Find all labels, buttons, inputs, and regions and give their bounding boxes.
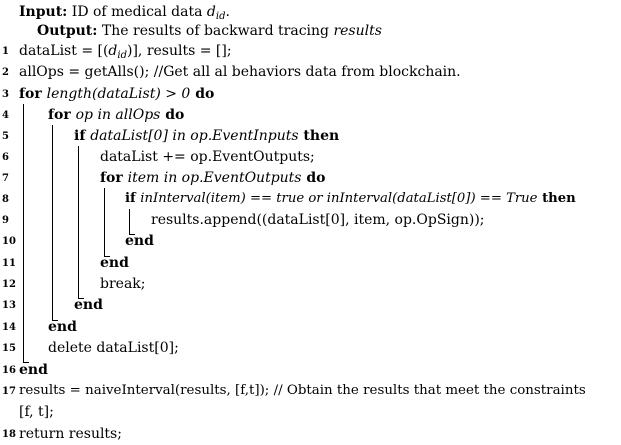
code-line-7: 7 for item in op.EventOutputs do: [0, 169, 621, 187]
item-for-block-rule: [104, 188, 105, 256]
output-line: Output: The results of backward tracing …: [37, 22, 382, 40]
if-block-rule: [78, 146, 79, 298]
line-number: 5: [2, 131, 9, 142]
code-line-11: 11 end: [0, 254, 621, 272]
keyword: for: [48, 107, 76, 123]
output-label: Output:: [37, 23, 98, 39]
keyword: do: [160, 107, 185, 123]
input-text: ID of medical data: [71, 4, 207, 20]
line-number: 18: [2, 429, 16, 440]
code-line-8: 8 if inInterval(item) == true or inInter…: [0, 190, 621, 208]
input-var: d: [206, 4, 216, 20]
input-end: .: [225, 4, 230, 20]
code-line-5: 5 if dataList[0] in op.EventInputs then: [0, 127, 621, 145]
code-var: d: [108, 43, 118, 59]
keyword: do: [301, 170, 326, 186]
code-text: )], results = [];: [127, 43, 232, 59]
code-line-15: 15 delete dataList[0];: [0, 339, 621, 357]
code-line-6: 6 dataList += op.EventOutputs;: [0, 148, 621, 166]
keyword: end: [74, 297, 103, 313]
code-text: break;: [100, 276, 146, 292]
inner-for-block-hook: [52, 320, 58, 321]
input-sub: id: [215, 11, 226, 22]
line-number: 10: [2, 236, 16, 247]
line-number: 8: [2, 194, 9, 205]
line-number: 11: [2, 258, 16, 269]
keyword: end: [48, 319, 77, 335]
output-var: results: [333, 23, 382, 39]
for-loop-block-hook: [23, 362, 29, 363]
code-text: [f, t];: [19, 404, 54, 420]
line-number: 1: [2, 46, 9, 57]
code-line-3: 3 for length(dataList) > 0 do: [0, 85, 621, 103]
if-block-hook: [78, 298, 84, 299]
input-label: Input:: [19, 4, 68, 20]
code-text: dataList = [(: [19, 43, 109, 59]
condition: inInterval(item) == true or inInterval(d…: [140, 191, 538, 206]
keyword: for: [100, 170, 128, 186]
keyword: do: [190, 86, 215, 102]
interval-if-block-hook: [129, 234, 135, 235]
line-number: 15: [2, 343, 16, 354]
code-text: delete dataList[0];: [48, 340, 179, 356]
line-number: 7: [2, 173, 9, 184]
keyword: then: [298, 128, 340, 144]
code-line-16: 16 end: [0, 361, 621, 379]
item-for-block-hook: [104, 256, 110, 257]
code-text: dataList += op.EventOutputs;: [100, 149, 315, 165]
keyword: end: [19, 362, 48, 378]
code-text: allOps = getAlls(); //Get all al behavio…: [19, 64, 461, 80]
line-number: 6: [2, 152, 9, 163]
code-sub: id: [117, 50, 127, 61]
code-line-2: 2 allOps = getAlls(); //Get all al behav…: [0, 63, 621, 81]
condition: length(dataList) > 0: [46, 86, 191, 102]
line-number: 17: [2, 386, 16, 397]
code-text: return results;: [19, 426, 122, 442]
keyword: then: [537, 191, 576, 206]
line-number: 13: [2, 300, 16, 311]
for-loop-block-rule: [23, 104, 24, 362]
keyword: end: [125, 233, 154, 249]
code-line-17-continued: [f, t];: [19, 403, 54, 421]
keyword: for: [19, 86, 47, 102]
code-line-1: 1 dataList = [(did)], results = [];: [0, 42, 621, 61]
line-number: 12: [2, 279, 16, 290]
code-line-12: 12 break;: [0, 275, 621, 293]
code-text: results = naiveInterval(results, [f,t]);…: [19, 383, 586, 398]
line-number: 9: [2, 215, 9, 226]
code-line-4: 4 for op in allOps do: [0, 106, 621, 124]
line-number: 3: [2, 89, 9, 100]
line-number: 2: [2, 67, 9, 78]
inner-for-block-rule: [52, 125, 53, 320]
code-line-13: 13 end: [0, 296, 621, 314]
keyword: end: [100, 255, 129, 271]
code-line-9: 9 results.append((dataList[0], item, op.…: [0, 211, 621, 229]
condition: dataList[0] in op.EventInputs: [90, 128, 299, 144]
code-line-17: 17 results = naiveInterval(results, [f,t…: [0, 382, 621, 400]
condition: item in op.EventOutputs: [127, 170, 302, 186]
code-line-10: 10 end: [0, 232, 621, 250]
code-line-14: 14 end: [0, 318, 621, 336]
code-line-18: 18 return results;: [0, 425, 621, 443]
output-text: The results of backward tracing: [101, 23, 334, 39]
interval-if-block-rule: [129, 209, 130, 234]
keyword: if: [125, 191, 141, 206]
keyword: if: [74, 128, 91, 144]
line-number: 16: [2, 365, 16, 376]
line-number: 4: [2, 110, 9, 121]
code-text: results.append((dataList[0], item, op.Op…: [151, 212, 485, 228]
input-line: Input: ID of medical data did.: [19, 3, 230, 22]
line-number: 14: [2, 322, 16, 333]
condition: op in allOps: [75, 107, 161, 123]
